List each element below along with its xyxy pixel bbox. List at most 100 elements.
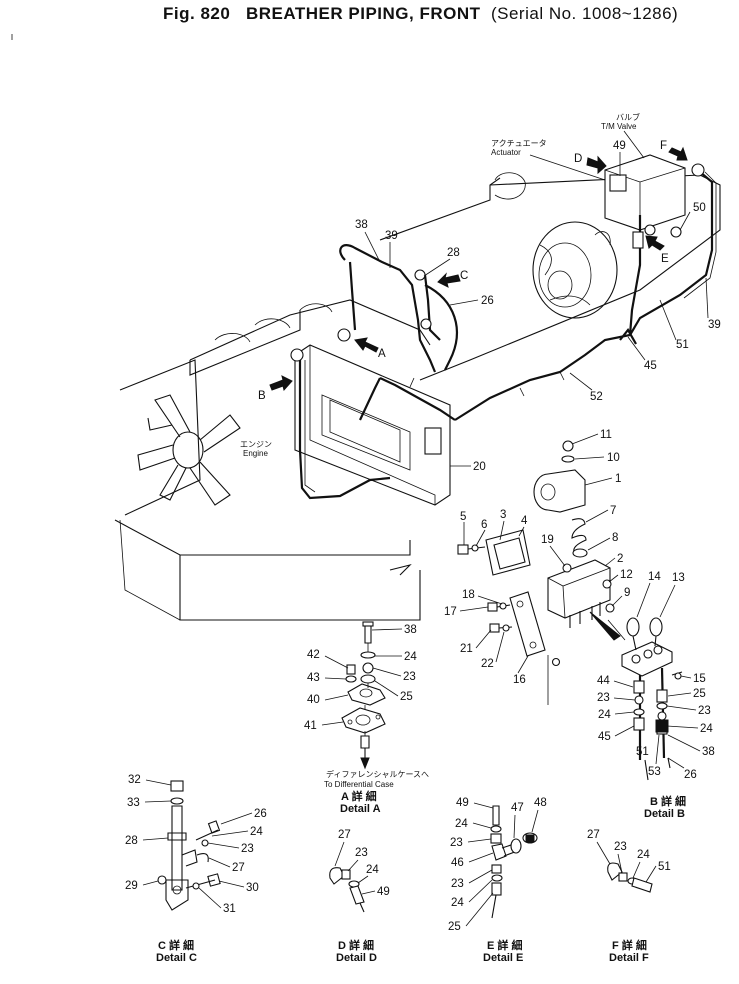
part-callout: 8 [612,532,618,544]
detail-e-drawing [490,805,538,919]
part-callout: E [661,253,669,265]
detail-a-title-jp: A 詳 細 [341,789,377,803]
detail-a-caption: ディファレンシャルケースへ To Differential Case A 詳 細… [324,769,429,815]
part-callout: D [574,153,582,165]
part-callout: 38 [702,746,715,758]
detail-b-title-jp: B 詳 細 [650,794,686,808]
detail-c-title: Detail C [156,952,197,964]
part-callout: 45 [598,731,611,743]
part-callout: 13 [672,572,685,584]
part-callout: 19 [541,534,554,546]
part-callout: 30 [246,882,259,894]
view-arrow-d: D [574,153,607,175]
part-callout: C [460,270,468,282]
detail-c-drawing [157,780,221,911]
part-callout: 27 [338,829,351,841]
part-callout: 11 [600,429,612,441]
detail-a-title: Detail A [340,803,381,815]
part-callout: 24 [700,723,713,735]
view-arrow-b: B [258,375,293,402]
part-callout: 23 [698,705,711,717]
part-callout: 9 [624,587,630,599]
part-callout: 51 [676,339,689,351]
serial-range: (Serial No. 1008~1286) [490,4,679,23]
part-callout: 43 [307,672,320,684]
part-callout: 47 [511,802,524,814]
view-arrow-f: F [660,140,688,161]
part-callout: 31 [223,903,236,915]
part-callout: 25 [400,691,413,703]
detail-e-callouts: 49 47 48 24 23 46 23 24 25 [448,797,547,933]
part-callout: 39 [385,230,398,242]
detail-f-callouts: 27 23 24 51 [587,829,671,883]
part-callout: 17 [444,606,457,618]
part-callout: 24 [451,897,464,909]
part-callout: 28 [125,835,138,847]
part-callout: 53 [648,766,661,778]
part-callout: 51 [658,861,671,873]
part-callout: 24 [598,709,611,721]
part-callout: 23 [597,692,610,704]
part-callout: 26 [684,769,697,781]
part-callout: F [660,140,667,152]
part-callout: 49 [613,140,626,152]
figure-number: Fig. 820 [163,4,231,23]
part-callout: 26 [254,808,267,820]
part-callout: 38 [355,219,368,231]
main-callouts: 49 50 39 51 45 52 38 39 28 26 20 [355,140,721,473]
part-callout: 23 [355,847,368,859]
part-callout: 50 [693,202,706,214]
detail-f-caption: F 詳 細 Detail F [609,938,649,964]
part-callout: 45 [644,360,657,372]
part-callout: 3 [500,509,506,521]
detail-d-callouts: 27 23 24 49 [334,829,390,898]
detail-d-title: Detail D [336,952,377,964]
part-callout: 49 [456,797,469,809]
part-callout: 42 [307,649,320,661]
part-callout: 23 [403,671,416,683]
detail-b-drawing [621,617,683,781]
part-callout: 40 [307,694,320,706]
breather-unit [457,440,626,705]
part-callout: 48 [534,797,547,809]
part-callout: 26 [481,295,494,307]
view-arrow-e: E [645,235,669,265]
fan-icon [137,394,241,506]
detail-d-drawing [329,867,365,913]
part-callout: 38 [404,624,417,636]
part-callout: 29 [125,880,138,892]
part-callout: 15 [693,673,706,685]
part-callout: 46 [451,857,464,869]
figure-title: Fig. 820 BREATHER PIPING, FRONT (Serial … [163,4,678,24]
part-callout: 23 [614,841,627,853]
annotations: バルブ T/M Valve アクチュエータ Actuator エンジン Engi… [11,34,645,458]
breather-callouts: 11 10 1 7 8 2 12 9 5 6 3 4 19 18 17 21 2… [444,429,633,686]
detail-e-title-jp: E 詳 細 [487,938,522,952]
figure-name: BREATHER PIPING, FRONT [245,4,481,23]
part-callout: 16 [513,674,526,686]
part-callout: 41 [304,720,317,732]
detail-a-drawing [341,621,386,770]
part-callout: 33 [127,797,140,809]
part-callout: 2 [617,553,623,565]
engine-label-jp: エンジン [240,440,272,449]
part-callout: 4 [521,515,528,527]
part-callout: 32 [128,774,141,786]
view-arrow-a: A [354,337,386,360]
valve-label-en: T/M Valve [601,122,637,131]
detail-d-caption: D 詳 細 Detail D [336,938,377,964]
part-callout: 24 [455,818,468,830]
part-callout: 5 [460,511,466,523]
part-callout: 18 [462,589,475,601]
detail-b-title: Detail B [644,808,685,820]
detail-b-callouts: 14 13 15 44 25 23 23 24 24 45 51 38 53 2… [597,571,715,781]
part-callout: 24 [250,826,263,838]
part-callout: 25 [693,688,706,700]
diff-case-label-en: To Differential Case [324,780,394,789]
vehicle-frame [114,154,721,621]
part-callout: 23 [451,878,464,890]
valve-label-jp: バルブ [616,112,640,122]
part-callout: 44 [597,675,610,687]
part-callout: 49 [377,886,390,898]
